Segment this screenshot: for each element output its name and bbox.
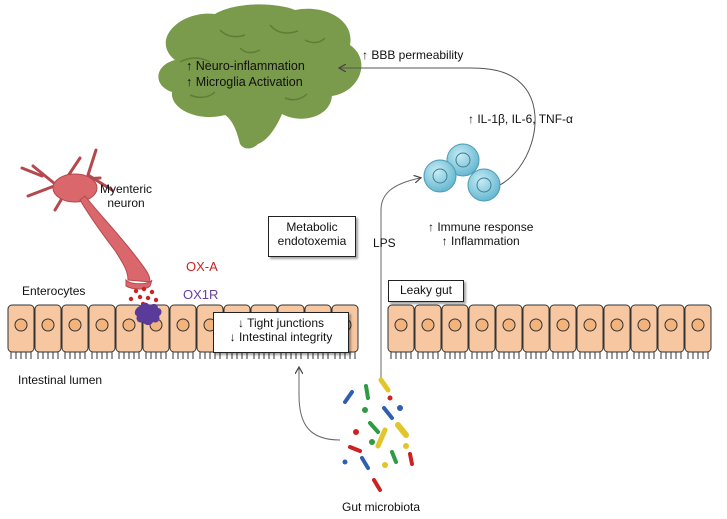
enterocyte-cell: [522, 304, 550, 359]
enterocyte-cell: [34, 304, 62, 359]
enterocyte-cell: [630, 304, 658, 359]
enterocyte-cell: [603, 304, 631, 359]
enterocyte-cell: [576, 304, 604, 359]
enterocyte-cell: [414, 304, 442, 359]
lps-label: LPS: [373, 236, 396, 250]
bbb-arrow: [340, 68, 536, 187]
enterocyte-cell: [88, 304, 116, 359]
tight-junctions-label: ↓ Tight junctions: [237, 316, 325, 330]
microbiota-arrow: [299, 368, 341, 441]
lps-arrow: [380, 178, 420, 378]
ox1r-receptor: [134, 302, 162, 325]
endotoxemia-label: endotoxemia: [277, 234, 347, 248]
enterocytes-label: Enterocytes: [22, 284, 86, 298]
inflammation-label: ↑ Inflammation: [441, 234, 520, 248]
immune-response-label: ↑ Immune response: [428, 220, 534, 234]
gut-microbiota-label: Gut microbiota: [342, 500, 421, 514]
myenteric-neuron-text: Myenteric neuron: [100, 182, 152, 210]
leaky-gut-label: Leaky gut: [399, 283, 453, 297]
enterocyte-cell: [495, 304, 523, 359]
intestinal-lumen-label: Intestinal lumen: [18, 373, 103, 387]
cytokines-label: ↑ IL-1β, IL-6, TNF-α: [468, 112, 573, 126]
leaky-gut-box: Leaky gut: [388, 280, 464, 302]
enterocyte-cell: [468, 304, 496, 359]
brain-effects-text: ↑ Neuro-inflammation ↑ Microglia Activat…: [186, 58, 305, 90]
enterocyte-cell: [61, 304, 89, 359]
metabolic-endotoxemia-box: Metabolic endotoxemia: [268, 216, 356, 257]
enterocyte-cell: [387, 304, 415, 359]
myenteric-neuron: [20, 148, 153, 290]
immune-effects-text: ↑ Immune response ↑ Inflammation: [428, 220, 533, 248]
enterocyte-cell: [657, 304, 685, 359]
enterocyte-cell: [169, 304, 197, 359]
enterocyte-cell: [115, 304, 143, 359]
enterocyte-cell: [441, 304, 469, 359]
immune-cells: [423, 143, 501, 202]
bbb-permeability-label: ↑ BBB permeability: [362, 48, 464, 62]
neuroinflammation-label: ↑ Neuro-inflammation: [186, 59, 305, 73]
ox1r-label: OX1R: [183, 287, 219, 302]
brain-illustration: [158, 4, 362, 149]
microglia-label: ↑ Microglia Activation: [186, 75, 303, 89]
enterocyte-cell: [549, 304, 577, 359]
ox-a-label: OX-A: [186, 259, 218, 274]
enterocyte-cell: [7, 304, 35, 359]
enterocyte-cell: [684, 304, 712, 359]
gut-microbiota: [342, 377, 414, 492]
tight-junctions-box: ↓ Tight junctions ↓ Intestinal integrity: [213, 312, 349, 353]
neuron-label: neuron: [107, 196, 145, 210]
metabolic-label: Metabolic: [286, 220, 338, 234]
myenteric-label: Myenteric: [100, 182, 153, 196]
enterocyte-layer-right: [387, 304, 712, 359]
intestinal-integrity-label: ↓ Intestinal integrity: [229, 330, 333, 344]
